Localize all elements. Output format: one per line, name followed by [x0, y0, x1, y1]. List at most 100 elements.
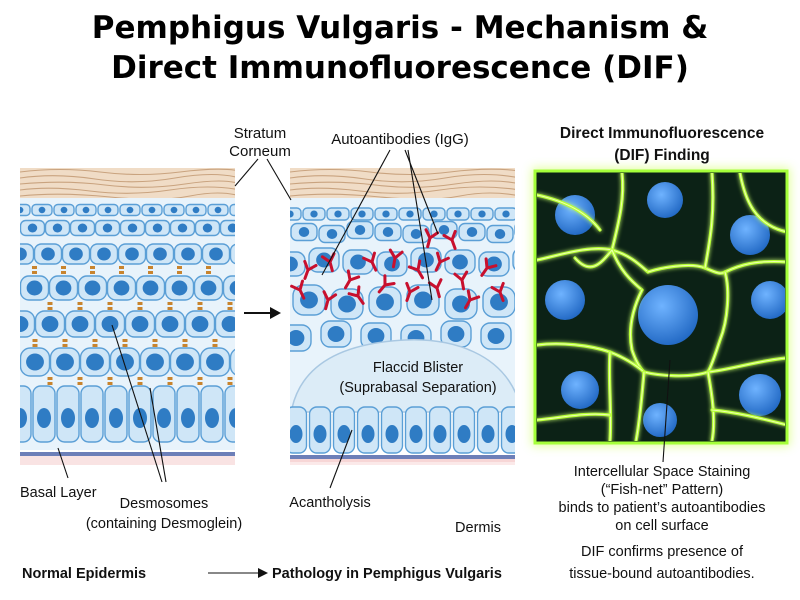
cell-nucleus	[52, 223, 63, 233]
cell-membrane	[0, 311, 5, 337]
keratinocyte	[470, 207, 494, 221]
cell-nucleus	[262, 211, 269, 218]
keratinocyte	[20, 282, 21, 294]
basal-nucleus	[385, 425, 399, 443]
antibody-shape	[424, 228, 440, 249]
cell-nucleus	[153, 247, 167, 261]
antibody-shape	[427, 278, 443, 299]
cell-nucleus	[20, 316, 29, 332]
basal-nucleus	[133, 408, 147, 428]
cell-nucleus	[102, 223, 113, 233]
keratinocyte	[119, 219, 146, 237]
cell-membrane	[229, 348, 235, 376]
igg-antibody	[434, 251, 450, 272]
keratinocyte	[79, 347, 111, 377]
keratinocyte	[290, 324, 312, 352]
label-desmosomes-1: Desmosomes	[120, 496, 209, 512]
basal-cells-pathology	[290, 406, 515, 454]
cell-nucleus	[430, 210, 438, 218]
cell-nucleus	[358, 210, 366, 218]
keratinocyte	[94, 310, 126, 338]
igg-antibody	[442, 229, 457, 250]
fish-net-highlight	[739, 173, 785, 232]
cell-nucleus	[27, 223, 38, 233]
keratinocyte	[0, 311, 5, 337]
pathology-panel	[241, 165, 534, 465]
igg-antibody	[344, 269, 361, 290]
igg-antibody	[322, 290, 338, 311]
label-acantholysis: Acantholysis	[289, 495, 370, 511]
desmosome	[77, 302, 83, 305]
desmosome	[61, 271, 66, 274]
desmosome	[32, 339, 38, 342]
cell-nucleus	[116, 353, 134, 371]
antibody-shape	[362, 251, 378, 272]
desmosome	[47, 382, 53, 385]
desmosome	[119, 266, 124, 269]
cell-nucleus	[20, 247, 27, 261]
desmosome	[32, 271, 37, 274]
antibody-shape	[407, 259, 424, 280]
keratinocyte	[346, 220, 374, 240]
cell-membrane	[241, 250, 271, 274]
cell-membrane	[512, 249, 515, 271]
keratinocyte	[318, 224, 346, 244]
keratinocyte	[229, 203, 235, 217]
keratinocyte	[290, 207, 302, 221]
cell-nucleus	[523, 225, 534, 235]
antibody-shape	[405, 281, 420, 302]
cell-nucleus	[354, 225, 366, 235]
igg-antibody	[424, 228, 440, 249]
desmosome	[47, 377, 53, 380]
keratinocyte	[263, 222, 289, 239]
cell-nucleus	[55, 280, 72, 296]
keratinocyte	[117, 243, 147, 265]
cell-nucleus	[0, 354, 14, 371]
desmosome	[212, 339, 218, 342]
desmosome	[32, 344, 38, 347]
keratinocyte	[0, 244, 6, 264]
cell-membrane	[241, 323, 271, 349]
cell-nucleus	[452, 254, 468, 270]
keratinocyte	[106, 275, 137, 301]
keratinocyte	[163, 203, 185, 217]
keratinocyte	[446, 207, 470, 221]
antibody-shape	[322, 290, 338, 311]
desmosome	[92, 339, 98, 342]
keratinocyte	[0, 354, 21, 371]
title-line-2: Direct Immunofluorescence (DIF)	[111, 50, 689, 86]
label-staining-2: (“Fish-net” Pattern)	[601, 482, 723, 498]
dif-nuclei	[545, 182, 785, 437]
label-pathology: Pathology in Pemphigus Vulgaris	[272, 566, 502, 582]
cell-nucleus	[86, 353, 104, 371]
keratinocyte	[482, 286, 515, 318]
cell-nucleus	[101, 316, 119, 332]
cell-nucleus	[229, 280, 235, 296]
fish-net-highlight	[707, 357, 785, 373]
basal-nucleus	[181, 408, 195, 428]
keratinocyte	[368, 286, 402, 318]
page-title: Pemphigus Vulgaris - Mechanism & Direct …	[0, 8, 800, 88]
cell-nucleus	[56, 353, 74, 371]
basal-nucleus	[457, 425, 471, 443]
igg-antibody	[427, 278, 443, 299]
cell-membrane	[229, 243, 235, 265]
keratinocyte	[494, 207, 515, 221]
cell-nucleus	[142, 280, 159, 296]
basal-nucleus	[0, 408, 3, 428]
cell-nucleus	[334, 210, 342, 218]
cell-nucleus	[113, 280, 130, 296]
basal-nucleus	[109, 408, 123, 428]
cell-nucleus	[104, 206, 112, 214]
antibody-shape	[303, 259, 318, 280]
antibody-shape	[480, 257, 498, 277]
cell-nucleus	[438, 225, 450, 235]
desmosome	[107, 302, 113, 305]
cell-membrane	[255, 208, 277, 220]
label-confirm-1: DIF confirms presence of	[581, 544, 744, 560]
desmosome	[137, 377, 143, 380]
cell-nucleus	[290, 210, 294, 218]
fish-net-highlight	[704, 173, 714, 269]
igg-antibody	[377, 274, 396, 294]
